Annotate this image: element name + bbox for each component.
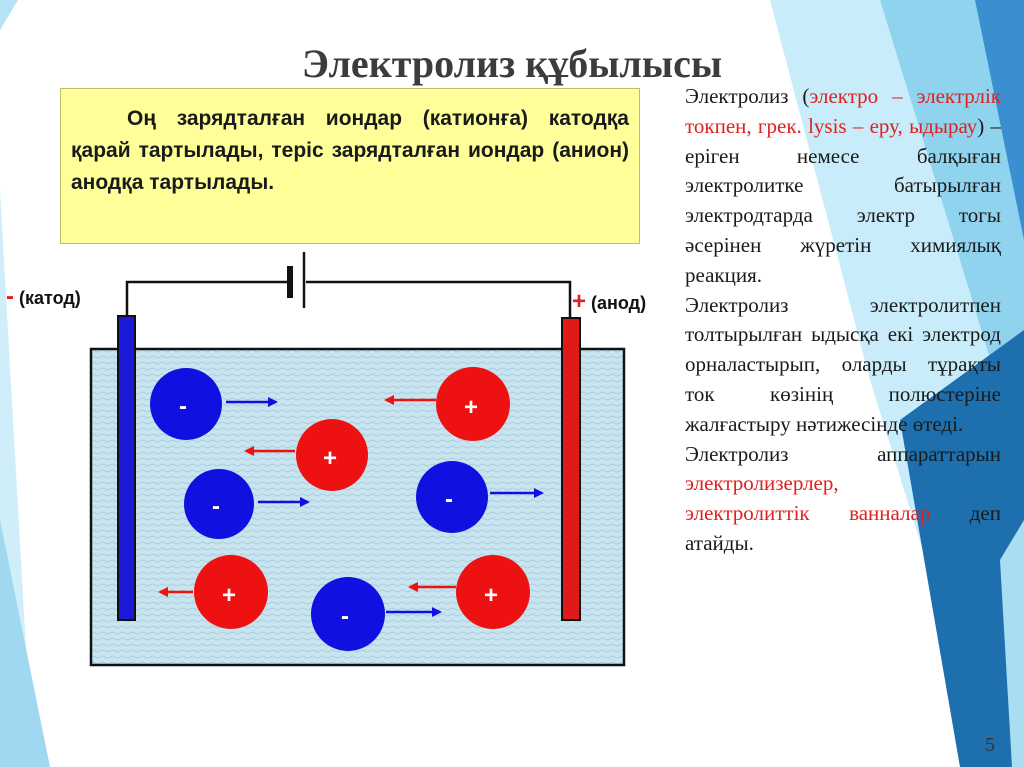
cathode-electrode xyxy=(117,315,136,621)
positive-ion-sign: + xyxy=(222,582,236,609)
negative-ion-sign: - xyxy=(341,603,349,630)
negative-ion: - xyxy=(150,368,278,440)
description-p3-start: Электролиз аппараттарын xyxy=(685,441,1001,466)
positive-ion-sign: + xyxy=(323,445,337,472)
negative-ion-sign: - xyxy=(445,486,453,513)
deco-right-bottom-light xyxy=(1000,520,1024,767)
description-p2: Электролиз электролитпен толтырылған ыды… xyxy=(685,292,1001,436)
negative-ion: - xyxy=(184,469,310,539)
positive-ion: + xyxy=(384,367,510,441)
deco-top-left-band xyxy=(0,0,18,30)
page-number: 5 xyxy=(985,734,995,756)
cathode-sign: - xyxy=(6,283,14,310)
negative-ion: - xyxy=(311,577,442,651)
description-p3-term1: электролизерлер, xyxy=(685,471,839,496)
circuit-wire xyxy=(125,280,572,318)
negative-ion: - xyxy=(416,461,544,533)
cathode-label-text: (катод) xyxy=(19,288,81,308)
slide-title: Электролиз құбылысы xyxy=(301,41,723,86)
description-p3-end: деп атайды. xyxy=(685,501,1001,555)
description-p3-term2: электролиттік ванналар xyxy=(685,501,931,526)
positive-ion: + xyxy=(158,555,268,629)
deco-right-accent-band xyxy=(900,330,1024,767)
anode-label-text: (анод) xyxy=(591,293,647,313)
positive-ion: + xyxy=(408,555,530,629)
highlight-box: Оң зарядталған иондар (катионға) катодқа… xyxy=(60,88,640,244)
positive-ion: + xyxy=(244,419,368,491)
anode-electrode xyxy=(561,317,581,621)
anode-sign: + xyxy=(572,288,587,315)
deco-bottom-left-band xyxy=(0,520,50,767)
positive-ion-sign: + xyxy=(464,394,478,421)
anode-label: + (анод) xyxy=(572,288,646,316)
description-p1-etymology: электро – электрлік токпен, грек. lysis … xyxy=(685,84,1001,138)
description-p1-end: ) – еріген немесе балқыған электролитке … xyxy=(685,113,1001,287)
negative-ion-sign: - xyxy=(179,393,187,420)
description-text: Электролиз (электро – электрлік токпен, … xyxy=(685,82,1001,559)
negative-ion-sign: - xyxy=(212,493,220,520)
deco-right-dark-band xyxy=(975,0,1024,240)
cathode-label: - (катод) xyxy=(6,283,81,311)
deco-right-mid-band xyxy=(880,0,1024,470)
description-p1-start: Электролиз ( xyxy=(685,84,810,108)
positive-ion-sign: + xyxy=(484,582,498,609)
